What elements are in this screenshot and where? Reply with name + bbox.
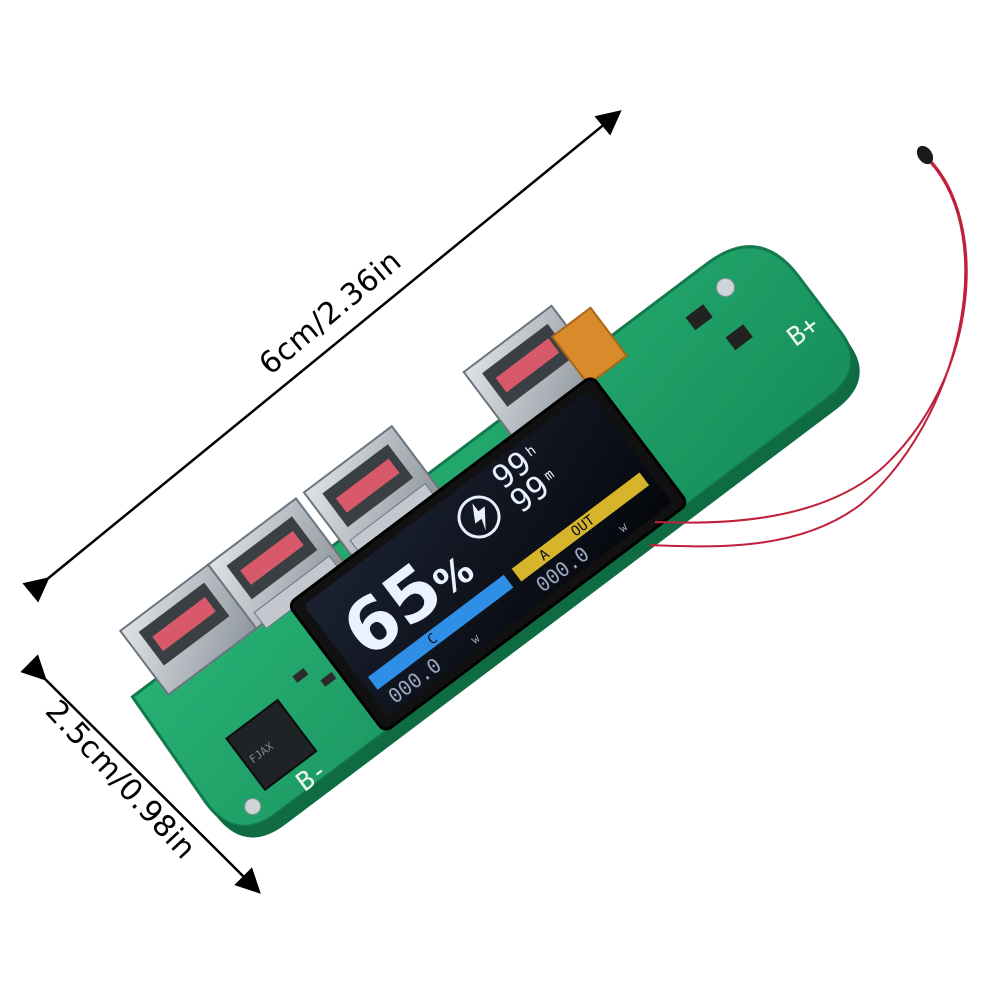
thermistor-wire (649, 161, 967, 548)
smd-resistor (292, 668, 309, 683)
mounting-pad (715, 277, 735, 297)
right-status-bar (511, 472, 650, 582)
flex-ribbon-cable (550, 306, 629, 386)
smd-resistor (320, 671, 337, 687)
usb-port-top-left (206, 497, 346, 630)
thermistor-bead (916, 145, 934, 165)
length-dimension-arrow (22, 110, 622, 603)
usb-port-bottom-left (118, 563, 258, 697)
lightning-icon (457, 495, 501, 539)
controller-chip: FJAX (225, 698, 318, 792)
thermistor-wire (654, 157, 968, 524)
lcd-display-module: 65 % 99 h 99 m C A OUT 000.0 w 000.0 w (289, 377, 687, 731)
pcb-board: T2341 V2.0 FJAX B+ B- 65 % (118, 245, 860, 838)
mounting-pad (244, 798, 262, 816)
width-dimension-arrow (20, 654, 261, 894)
usb-port-top-right (302, 424, 442, 558)
smd-transistor (685, 304, 713, 331)
left-status-bar (367, 574, 514, 690)
length-dimension-label: 6cm/2.36in (253, 243, 409, 382)
smd-transistor (725, 324, 753, 351)
